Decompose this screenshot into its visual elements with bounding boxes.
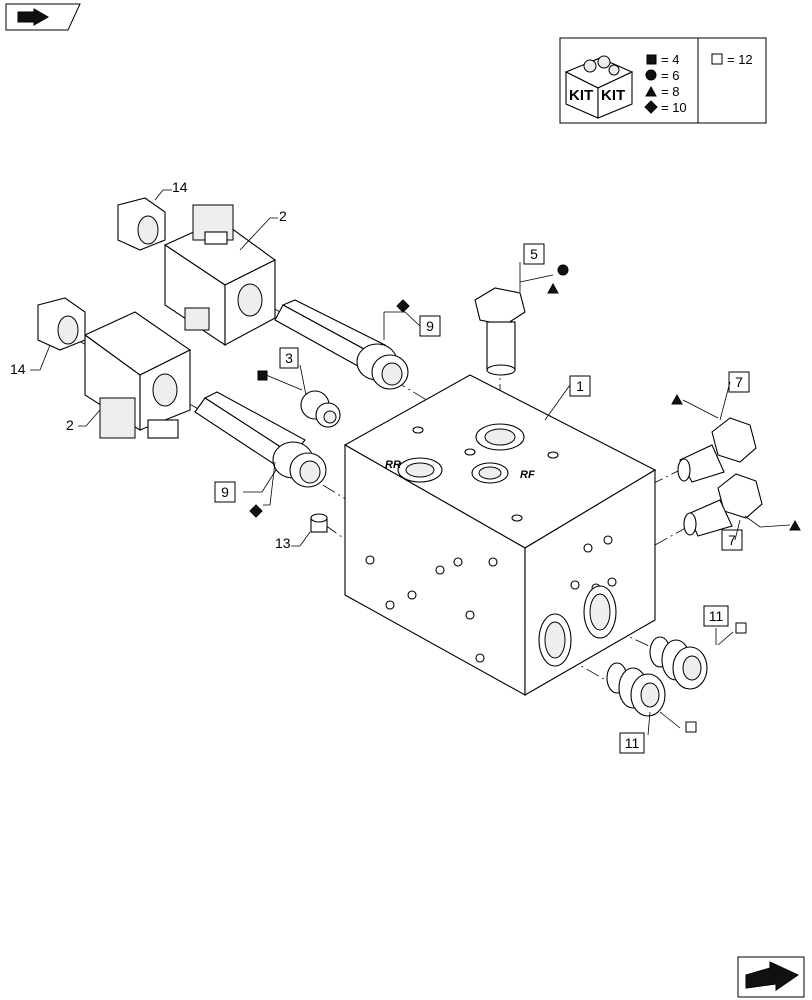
circle-filled-icon <box>557 264 569 276</box>
callouts: 14 2 14 2 13 3 9 9 5 1 7 7 11 11 <box>10 179 750 754</box>
square-open-icon <box>685 721 697 733</box>
callout-5: 5 <box>530 246 538 262</box>
solenoid-coil-upper <box>163 204 277 347</box>
kit-symbols <box>249 264 801 733</box>
square-open-icon <box>711 53 723 65</box>
kit-box-icon: KIT KIT <box>564 55 634 119</box>
leader-lines <box>30 189 791 736</box>
cartridge-valve-lower <box>194 391 327 488</box>
callout-9-upper: 9 <box>426 318 434 334</box>
kit-label-left: KIT <box>569 87 593 104</box>
kit-legend: KIT KIT = 4 = 6 = 8 = 10 = 12 <box>559 37 767 124</box>
solenoid-coil-lower <box>83 311 192 439</box>
diamond-filled-icon <box>396 299 410 313</box>
block-marking-rf: RF <box>520 469 535 481</box>
callout-14-lower: 14 <box>10 361 26 377</box>
callout-2-upper: 2 <box>279 208 287 224</box>
legend-row-circle: = 6 <box>661 68 679 83</box>
triangle-filled-icon <box>547 282 559 294</box>
dowel-pin <box>310 513 328 533</box>
legend-row-triangle: = 8 <box>661 84 679 99</box>
callout-3: 3 <box>285 350 293 366</box>
bolt-right-lower <box>683 473 763 537</box>
kit-label-right: KIT <box>601 87 625 104</box>
circle-filled-icon <box>645 69 657 81</box>
manifold-block: RR RF <box>343 374 657 696</box>
triangle-filled-icon <box>789 519 801 531</box>
bolt-vertical <box>474 287 526 376</box>
callout-13: 13 <box>275 535 291 551</box>
relief-valve-lower <box>606 662 666 717</box>
plug-fitting <box>300 390 341 428</box>
triangle-filled-icon <box>671 393 683 405</box>
callout-2-lower: 2 <box>66 417 74 433</box>
callout-7-lower: 7 <box>728 532 736 548</box>
bolt-right-upper <box>677 417 757 483</box>
diamond-filled-icon <box>644 100 658 114</box>
hex-nut-lower <box>37 297 86 351</box>
hex-nut-upper <box>117 197 166 251</box>
cartridge-valve-upper <box>274 299 409 390</box>
legend-row-square: = 4 <box>661 52 679 67</box>
square-filled-icon <box>646 54 657 65</box>
legend-row-diamond: = 10 <box>661 100 687 115</box>
triangle-filled-icon <box>645 85 657 97</box>
callout-1: 1 <box>576 378 584 394</box>
folder-arrow-icon[interactable] <box>5 3 81 31</box>
next-page-arrow-icon[interactable] <box>737 956 805 998</box>
relief-valve-upper <box>649 636 708 690</box>
block-marking-rr: RR <box>385 459 401 471</box>
legend-row-square-open: = 12 <box>727 52 753 67</box>
callout-7-upper: 7 <box>735 374 743 390</box>
callout-14-upper: 14 <box>172 179 188 195</box>
callout-11-upper: 11 <box>709 608 724 624</box>
callout-9-lower: 9 <box>221 484 229 500</box>
square-open-icon <box>735 622 747 634</box>
callout-11-lower: 11 <box>625 735 640 751</box>
diamond-filled-icon <box>249 504 263 518</box>
square-filled-icon <box>257 370 268 381</box>
